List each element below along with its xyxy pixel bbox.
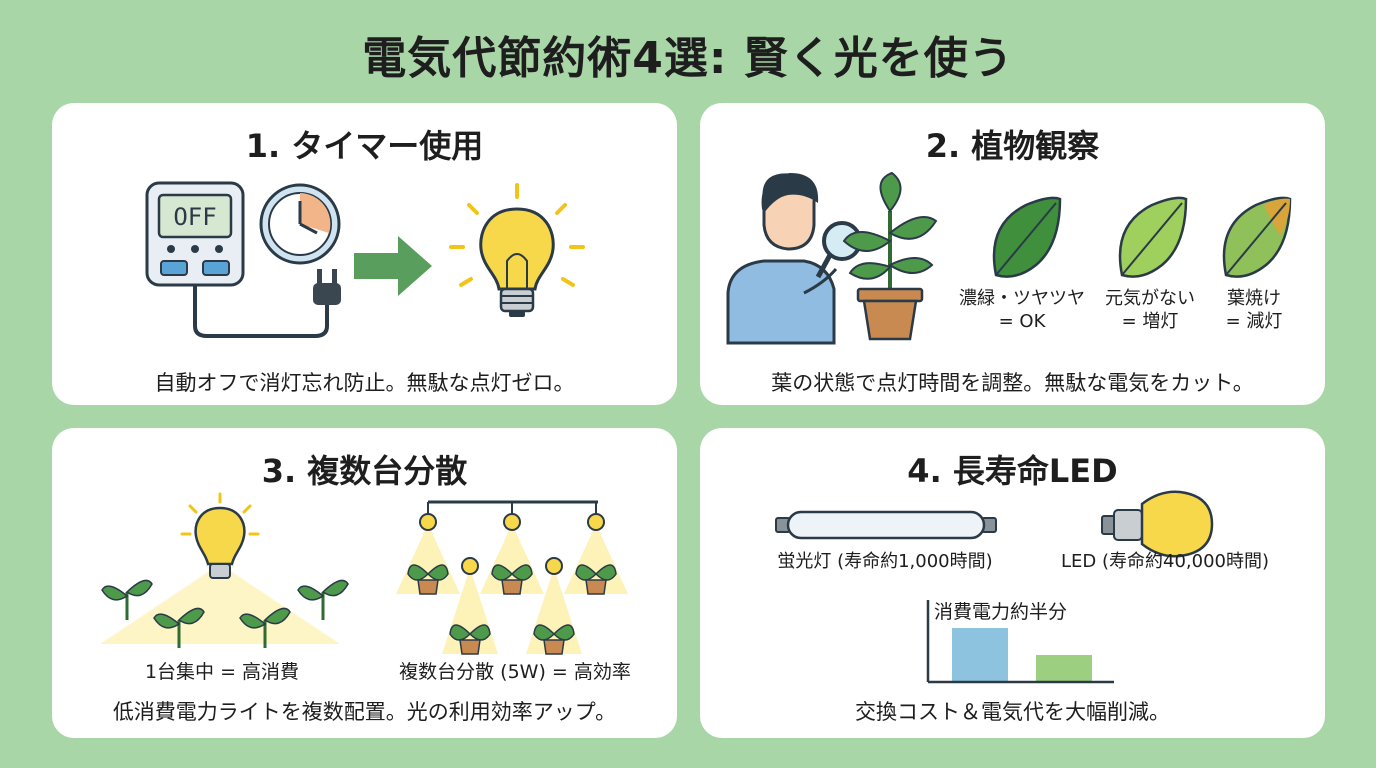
chart-title: 消費電力約半分 xyxy=(934,601,1068,623)
leaf-icon xyxy=(1222,196,1292,278)
card-caption-multi: 低消費電力ライトを複数配置。光の利用効率アップ。 xyxy=(112,700,617,724)
leaf-label-line: 葉焼け xyxy=(1227,288,1281,309)
seedling-icon xyxy=(101,579,153,620)
seedling-icon xyxy=(239,607,291,648)
seedling-icon xyxy=(153,607,205,648)
leaf-label-line: 元気がない xyxy=(1105,288,1195,309)
potted-plant-icon xyxy=(842,171,938,341)
led-label: LED (寿命約40,000時間) xyxy=(1060,551,1269,572)
fluorescent-label: 蛍光灯 (寿命約1,000時間) xyxy=(777,551,993,572)
single-light-label: 1台集中 = 高消費 xyxy=(144,661,300,683)
timer-plug-icon: OFF xyxy=(145,181,341,338)
bar-fluorescent xyxy=(952,628,1008,682)
card-timer: 1. タイマー使用 OFF xyxy=(52,103,677,405)
card-caption-timer: 自動オフで消灯忘れ防止。無駄な点灯ゼロ。 xyxy=(154,371,575,395)
card-led: 4. 長寿命LED 蛍光灯 (寿命約1,000時間) LED (寿命約40,00… xyxy=(700,428,1325,738)
clock-icon xyxy=(259,183,341,265)
seedling-icon xyxy=(297,579,349,620)
leaf-icon xyxy=(1118,196,1188,278)
leaf-icon xyxy=(992,196,1062,278)
multi-light-label: 複数台分散 (5W) = 高効率 xyxy=(399,661,631,683)
light-bulb-icon xyxy=(449,183,585,317)
fluorescent-tube-icon xyxy=(775,510,997,540)
card-caption-led: 交換コスト＆電気代を大幅削減。 xyxy=(855,700,1170,724)
leaf-label-ok: 濃緑・ツヤツヤ = OK xyxy=(952,287,1092,334)
leaf-label-line: = 増灯 xyxy=(1121,311,1179,333)
arrow-right-icon xyxy=(354,236,432,296)
bar-led xyxy=(1036,655,1092,682)
card-title-led: 4. 長寿命LED xyxy=(907,452,1118,490)
leaf-label-line: 濃緑・ツヤツヤ xyxy=(959,288,1085,309)
led-bulb-icon xyxy=(1101,490,1214,558)
card-multi-lights: 3. 複数台分散 xyxy=(52,428,677,738)
multi-lamp-icon xyxy=(396,500,628,655)
timer-display: OFF xyxy=(173,203,216,231)
leaf-label-more-light: 元気がない = 増灯 xyxy=(1092,287,1208,334)
card-title-timer: 1. タイマー使用 xyxy=(245,127,484,165)
card-caption-plant: 葉の状態で点灯時間を調整。無駄な電気をカット。 xyxy=(771,371,1254,395)
leaf-label-line: = 減灯 xyxy=(1225,311,1283,333)
card-plant-observation: 2. 植物観察 xyxy=(700,103,1325,405)
leaf-label-less-light: 葉焼け = 減灯 xyxy=(1204,287,1304,334)
page-title: 電気代節約術4選: 賢く光を使う xyxy=(362,33,1014,84)
card-title-multi: 3. 複数台分散 xyxy=(261,452,468,490)
card-title-plant: 2. 植物観察 xyxy=(925,127,1100,165)
person-magnifier-icon xyxy=(726,173,862,345)
leaf-label-line: = OK xyxy=(998,311,1046,333)
power-bar-chart xyxy=(926,600,1114,684)
